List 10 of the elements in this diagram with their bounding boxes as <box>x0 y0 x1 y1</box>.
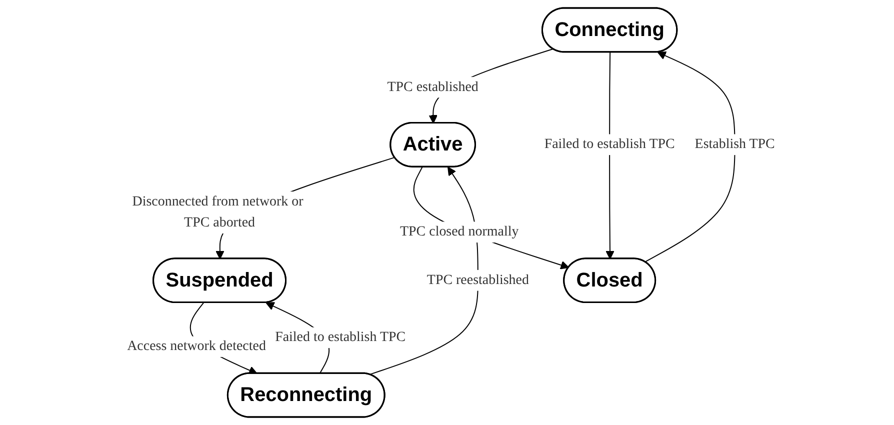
arrow <box>644 52 735 262</box>
edge-label: TPC reestablished <box>426 272 529 288</box>
edge-label: Failed to establish TPC <box>544 137 675 152</box>
edge-label: Failed to establish TPC <box>274 330 406 346</box>
edge-label: TPC established <box>386 80 478 95</box>
edge-label: TPC closed normally <box>400 224 518 240</box>
edge-label: Disconnected from network or TPC aborted <box>132 194 303 230</box>
arrow <box>605 52 614 260</box>
edge-label: Access network detected <box>126 339 266 354</box>
edge-label: Establish TPC <box>694 137 775 152</box>
